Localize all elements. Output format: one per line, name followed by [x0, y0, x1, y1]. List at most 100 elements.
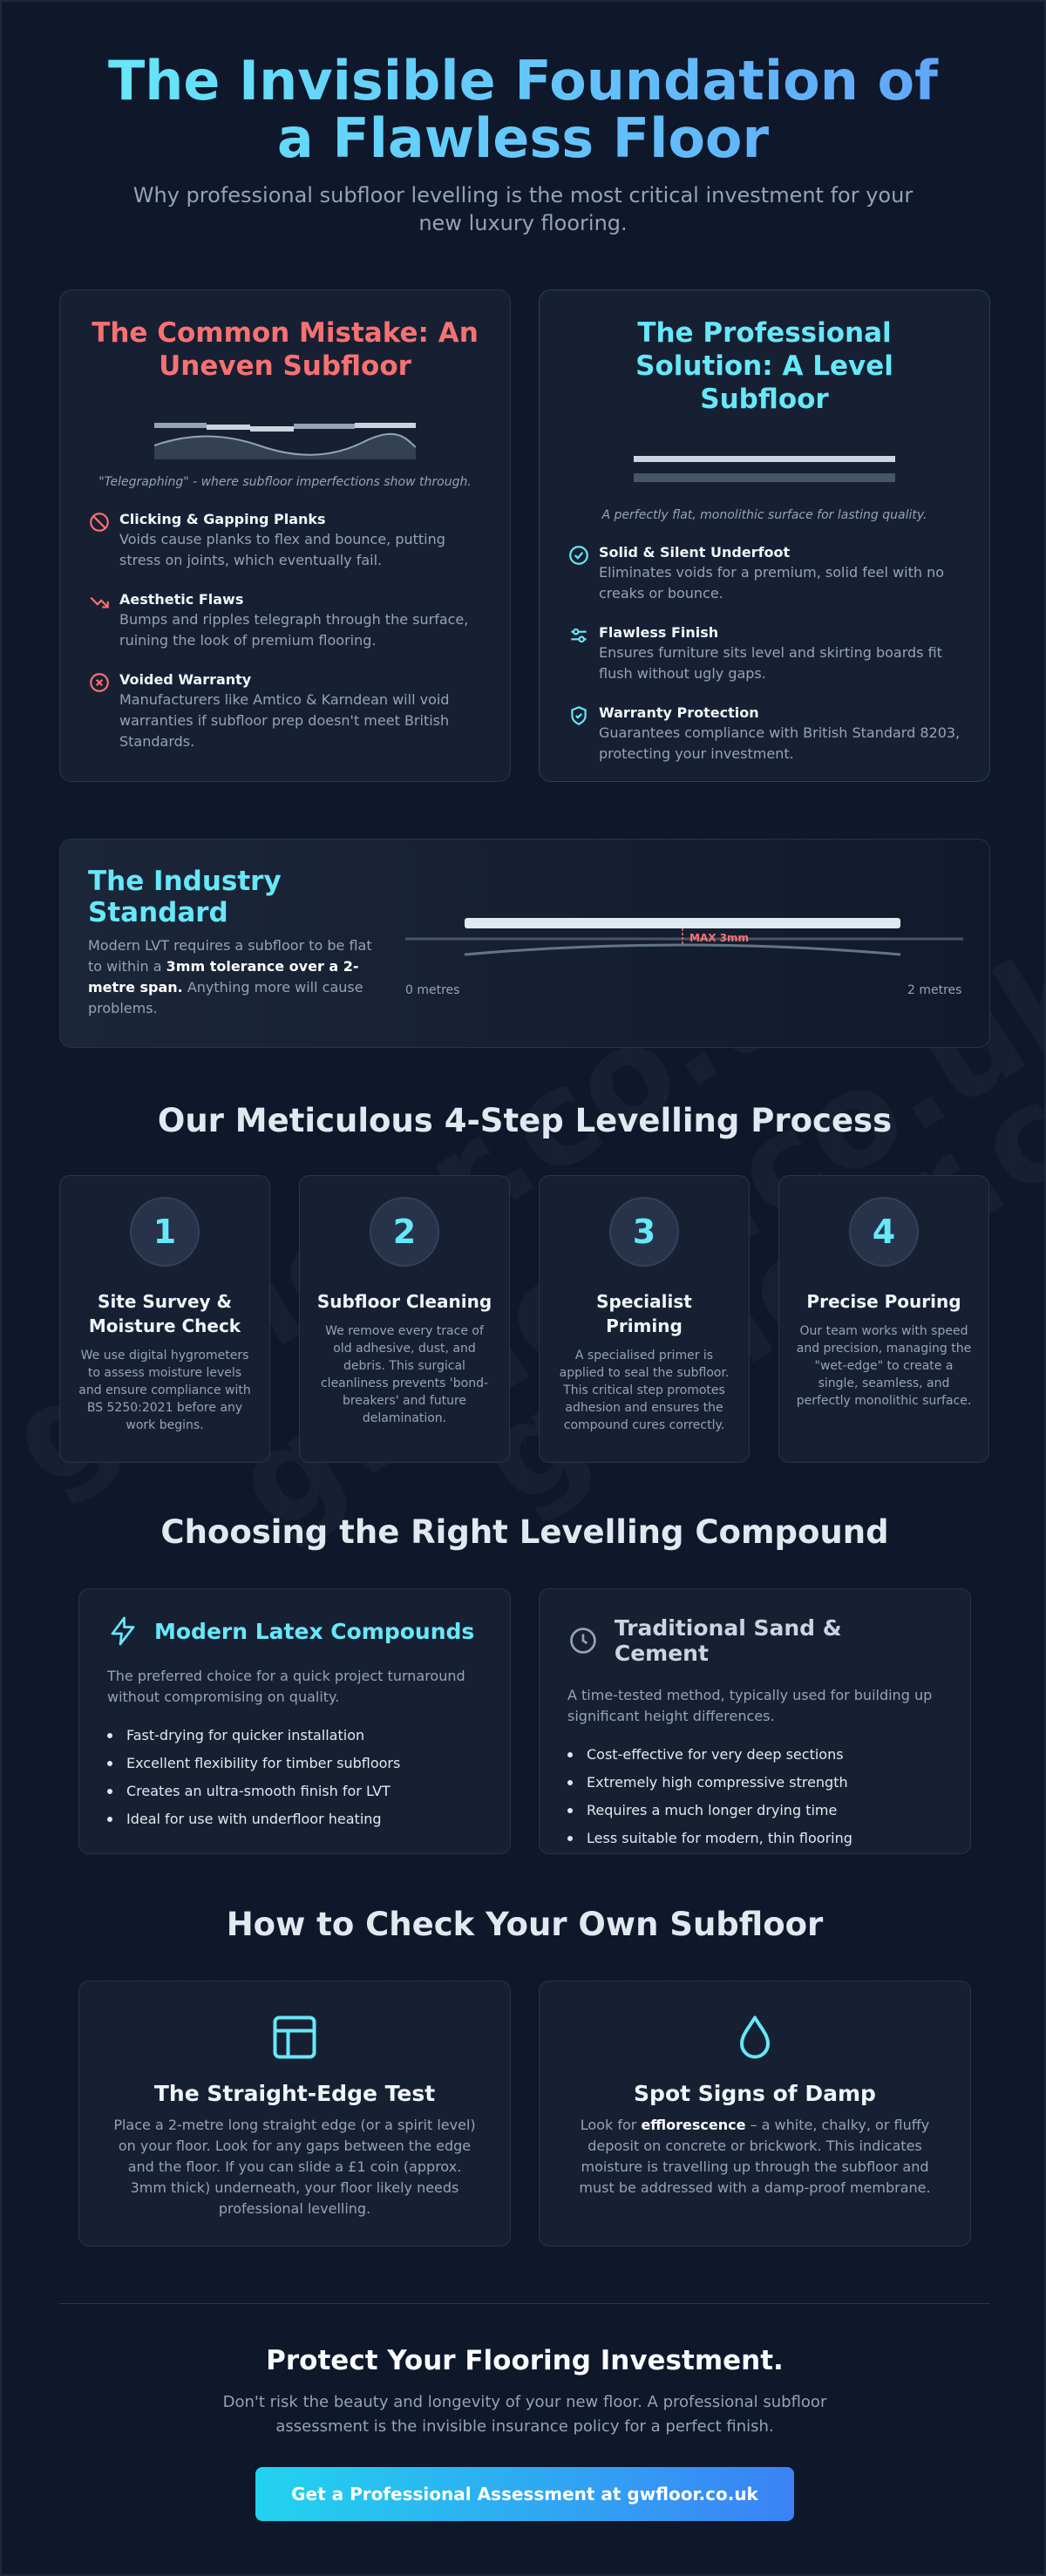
tolerance-diagram: MAX 3mm [405, 918, 963, 956]
step-text: We use digital hygrometers to assess moi… [78, 1349, 251, 1432]
step-number: 1 [130, 1197, 200, 1267]
trend-down-icon [90, 596, 109, 608]
feature-text: Voids cause planks to flex and bounce, p… [119, 531, 445, 568]
step-card: 3 Specialist Priming A specialised prime… [539, 1175, 750, 1463]
latex-compound-card: Modern Latex Compounds The preferred cho… [78, 1588, 511, 1854]
comparison-section: The Common Mistake: An Uneven Subfloor "… [59, 289, 990, 782]
industry-text-part: Anything more will cause problems. [88, 979, 363, 1016]
divider [59, 2303, 990, 2304]
cta-title: Protect Your Flooring Investment. [266, 2345, 784, 2376]
cta-text: Don't risk the beauty and longevity of y… [222, 2393, 827, 2436]
feature-item: Solid & Silent Underfoot Eliminates void… [567, 543, 961, 604]
damp-text-part: Look for [580, 2117, 642, 2133]
mistake-caption: "Telegraphing" - where subfloor imperfec… [98, 475, 472, 489]
compounds-section: Modern Latex Compounds The preferred cho… [78, 1588, 971, 1854]
start-distance-label: 0 metres [405, 983, 460, 997]
step-title: Specialist Priming [596, 1291, 692, 1336]
feature-title: Voided Warranty [119, 671, 252, 688]
damp-text-highlight: efflorescence [641, 2117, 746, 2133]
feature-item: Aesthetic Flaws Bumps and ripples telegr… [88, 590, 482, 651]
step-card: 1 Site Survey & Moisture Check We use di… [59, 1175, 270, 1463]
card-header: Traditional Sand & Cement [567, 1615, 942, 1666]
x-circle-icon [90, 673, 109, 692]
step-text: Our team works with speed and precision,… [796, 1324, 972, 1408]
feature-text: Guarantees compliance with British Stand… [599, 724, 961, 762]
clock-icon [570, 1628, 596, 1654]
list-item: Creates an ultra-smooth finish for LVT [107, 1777, 482, 1805]
list-item: Extremely high compressive strength [567, 1769, 942, 1797]
feature-item: Clicking & Gapping Planks Voids cause pl… [88, 510, 482, 571]
industry-standard-card: The Industry Standard Modern LVT require… [59, 839, 990, 1048]
feature-title: Warranty Protection [599, 704, 759, 721]
check-circle-icon [569, 546, 588, 565]
droplet-icon [740, 2015, 770, 2059]
latex-points: Fast-drying for quicker installation Exc… [107, 1722, 482, 1833]
feature-item: Voided Warranty Manufacturers like Amtic… [88, 670, 482, 752]
feature-title: Clicking & Gapping Planks [119, 511, 326, 527]
step-card: 2 Subfloor Cleaning We remove every trac… [299, 1175, 510, 1463]
assessment-button[interactable]: Get a Professional Assessment at gwfloor… [255, 2467, 794, 2521]
step-number: 2 [370, 1197, 439, 1267]
process-title: Our Meticulous 4-Step Levelling Process [157, 1102, 893, 1139]
mistake-title: The Common Mistake: An Uneven Subfloor [92, 317, 479, 382]
feature-text: Ensures furniture sits level and skirtin… [599, 644, 942, 682]
solution-title: The Professional Solution: A Level Subfl… [635, 317, 893, 415]
compounds-title: Choosing the Right Levelling Compound [160, 1513, 889, 1551]
max-tolerance-label: MAX 3mm [689, 932, 749, 944]
feature-title: Solid & Silent Underfoot [599, 544, 791, 561]
step-number: 4 [849, 1197, 919, 1267]
list-item: Less suitable for modern, thin flooring [567, 1825, 942, 1852]
latex-description: The preferred choice for a quick project… [107, 1668, 465, 1705]
sand-points: Cost-effective for very deep sections Ex… [567, 1741, 942, 1852]
industry-text-highlight: 3mm tolerance over a 2-metre span. [88, 958, 359, 996]
uneven-floor-illustration [88, 398, 482, 468]
check-section: The Straight-Edge Test Place a 2-metre l… [78, 1981, 971, 2246]
latex-title: Modern Latex Compounds [154, 1618, 475, 1644]
shield-icon [571, 706, 587, 725]
damp-card: Spot Signs of Damp Look for efflorescenc… [539, 1981, 971, 2246]
lightning-icon [111, 1616, 135, 1646]
step-text: A specialised primer is applied to seal … [559, 1349, 730, 1432]
solution-card: The Professional Solution: A Level Subfl… [539, 289, 990, 782]
solution-caption: A perfectly flat, monolithic surface for… [601, 508, 927, 522]
list-item: Fast-drying for quicker installation [107, 1722, 482, 1750]
step-title: Precise Pouring [806, 1291, 961, 1312]
list-item: Ideal for use with underfloor heating [107, 1805, 482, 1833]
industry-title: The Industry Standard [88, 866, 282, 928]
level-floor-illustration [567, 432, 961, 501]
damp-title: Spot Signs of Damp [634, 2081, 876, 2106]
industry-text-part: Modern LVT requires a subfloor to be fla… [88, 937, 372, 975]
list-item: Cost-effective for very deep sections [567, 1741, 942, 1769]
process-steps: 1 Site Survey & Moisture Check We use di… [59, 1175, 990, 1463]
straight-edge-text: Place a 2-metre long straight edge (or a… [113, 2117, 476, 2217]
step-title: Subfloor Cleaning [316, 1291, 492, 1312]
damp-text: Look for efflorescence – a white, chalky… [571, 2115, 939, 2199]
sliders-icon [571, 628, 587, 643]
card-header: Modern Latex Compounds [107, 1615, 482, 1647]
straight-edge-title: The Straight-Edge Test [153, 2081, 436, 2106]
feature-text: Manufacturers like Amtico & Karndean wil… [119, 691, 450, 750]
check-title: How to Check Your Own Subfloor [226, 1906, 824, 1943]
list-item: Requires a much longer drying time [567, 1797, 942, 1825]
list-item: Excellent flexibility for timber subfloo… [107, 1750, 482, 1777]
sand-cement-card: Traditional Sand & Cement A time-tested … [539, 1588, 971, 1854]
damp-text-part: – a white, chalky, or fluffy deposit on … [579, 2117, 931, 2196]
feature-item: Warranty Protection Guarantees complianc… [567, 703, 961, 765]
hero: The Invisible Foundation of a Flawless F… [2, 2, 1044, 237]
sand-description: A time-tested method, typically used for… [567, 1687, 933, 1724]
straight-edge-card: The Straight-Edge Test Place a 2-metre l… [78, 1981, 511, 2246]
feature-title: Aesthetic Flaws [119, 591, 244, 608]
step-title: Site Survey & Moisture Check [88, 1291, 241, 1336]
sand-title: Traditional Sand & Cement [614, 1615, 842, 1666]
layout-icon [273, 2015, 316, 2059]
step-card: 4 Precise Pouring Our team works with sp… [778, 1175, 989, 1463]
ban-icon [90, 513, 109, 532]
feature-text: Bumps and ripples telegraph through the … [119, 611, 469, 649]
mistake-card: The Common Mistake: An Uneven Subfloor "… [59, 289, 511, 782]
page-title: The Invisible Foundation of a Flawless F… [87, 52, 959, 167]
step-text: We remove every trace of old adhesive, d… [320, 1324, 489, 1425]
page-subtitle: Why professional subfloor levelling is t… [132, 183, 914, 235]
industry-text: Modern LVT requires a subfloor to be fla… [88, 935, 384, 1019]
end-distance-label: 2 metres [907, 983, 962, 997]
